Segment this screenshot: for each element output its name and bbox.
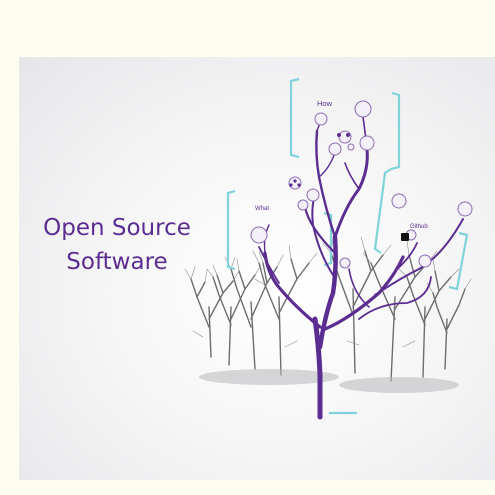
node-details [289, 133, 409, 241]
label-github: Github [410, 224, 428, 230]
branch-nodes [250, 100, 473, 269]
purple-tree [258, 116, 464, 420]
tree-illustration: How What Github [184, 77, 473, 420]
label-how: How [317, 99, 333, 108]
title-line-2: Software [66, 249, 168, 275]
label-what: What [255, 206, 269, 212]
title-line-1: Open Source [43, 215, 191, 241]
slide-canvas: Open Source Software [19, 57, 495, 480]
slide-title: Open Source Software [19, 211, 215, 279]
